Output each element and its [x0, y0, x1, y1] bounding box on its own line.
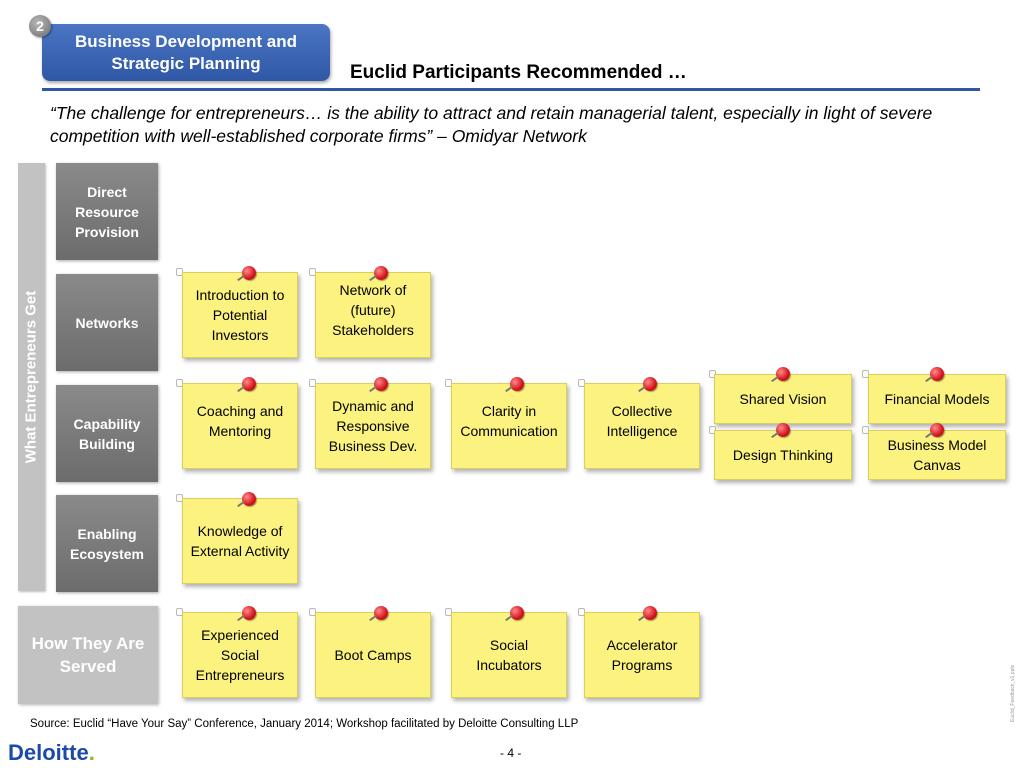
sticky-note: Introduction to Potential Investors	[182, 272, 298, 358]
section-tab: Business Development and Strategic Plann…	[42, 24, 330, 81]
page-title: Euclid Participants Recommended …	[350, 62, 687, 83]
category-enabling-ecosystem: Enabling Ecosystem	[56, 495, 158, 592]
sticky-note: Network of (future) Stakeholders	[315, 272, 431, 358]
sticky-note: Social Incubators	[451, 612, 567, 698]
title-divider	[42, 88, 980, 91]
file-code: Euclid_Feedback_v1.pptx	[1010, 664, 1016, 722]
deloitte-logo: Deloitte.	[8, 740, 95, 766]
category-label: Direct Resource Provision	[75, 183, 139, 240]
note-text: Clarity in Communication	[460, 403, 558, 439]
logo-dot: .	[88, 740, 95, 765]
pushpin-icon	[374, 266, 388, 280]
category-label: How They Are Served	[31, 634, 145, 676]
note-text: Knowledge of External Activity	[190, 523, 290, 559]
note-text: Design Thinking	[732, 447, 834, 463]
note-text: Experienced Social Entrepreneurs	[195, 627, 285, 683]
note-text: Dynamic and Responsive Business Dev.	[328, 398, 418, 454]
note-text: Introduction to Potential Investors	[195, 287, 285, 343]
page-number: - 4 -	[500, 746, 522, 760]
pushpin-icon	[374, 377, 388, 391]
sticky-note: Knowledge of External Activity	[182, 498, 298, 584]
category-label: Networks	[75, 314, 139, 331]
category-how-they-are-served: How They Are Served	[18, 606, 158, 704]
source-note: Source: Euclid “Have Your Say” Conferenc…	[30, 718, 579, 730]
side-label: What Entrepreneurs Get	[22, 290, 40, 464]
logo-text: Deloitte	[8, 740, 89, 765]
section-title: Business Development and Strategic Plann…	[74, 31, 297, 73]
pushpin-icon	[242, 377, 256, 391]
sticky-note: Collective Intelligence	[584, 383, 700, 469]
pushpin-icon	[776, 367, 790, 381]
category-networks: Networks	[56, 274, 158, 371]
note-text: Financial Models	[884, 391, 990, 407]
sticky-note: Financial Models	[868, 374, 1006, 424]
pushpin-icon	[510, 377, 524, 391]
note-text: Network of (future) Stakeholders	[332, 282, 414, 338]
pushpin-icon	[242, 266, 256, 280]
sticky-note: Design Thinking	[714, 430, 852, 480]
sticky-note: Coaching and Mentoring	[182, 383, 298, 469]
pushpin-icon	[930, 423, 944, 437]
category-capability-building: Capability Building	[56, 385, 158, 482]
sticky-note: Shared Vision	[714, 374, 852, 424]
note-text: Shared Vision	[739, 391, 827, 407]
pushpin-icon	[776, 423, 790, 437]
pushpin-icon	[242, 492, 256, 506]
sticky-note: Business Model Canvas	[868, 430, 1006, 480]
side-label-bar	[18, 163, 45, 591]
note-text: Collective Intelligence	[606, 403, 678, 439]
sticky-note: Boot Camps	[315, 612, 431, 698]
quote-text: “The challenge for entrepreneurs… is the…	[50, 103, 933, 146]
sticky-note: Experienced Social Entrepreneurs	[182, 612, 298, 698]
pushpin-icon	[510, 606, 524, 620]
category-label: Enabling Ecosystem	[70, 525, 144, 562]
category-label: Capability Building	[73, 415, 141, 452]
step-number-badge: 2	[29, 15, 51, 37]
note-text: Boot Camps	[334, 647, 412, 663]
note-text: Social Incubators	[476, 637, 542, 673]
pushpin-icon	[374, 606, 388, 620]
pushpin-icon	[643, 606, 657, 620]
category-direct-resource-provision: Direct Resource Provision	[56, 163, 158, 260]
pushpin-icon	[643, 377, 657, 391]
sticky-note: Dynamic and Responsive Business Dev.	[315, 383, 431, 469]
sticky-note: Clarity in Communication	[451, 383, 567, 469]
note-text: Accelerator Programs	[606, 637, 678, 673]
note-text: Coaching and Mentoring	[196, 403, 284, 439]
pushpin-icon	[242, 606, 256, 620]
note-text: Business Model Canvas	[887, 437, 987, 473]
pushpin-icon	[930, 367, 944, 381]
sticky-note: Accelerator Programs	[584, 612, 700, 698]
